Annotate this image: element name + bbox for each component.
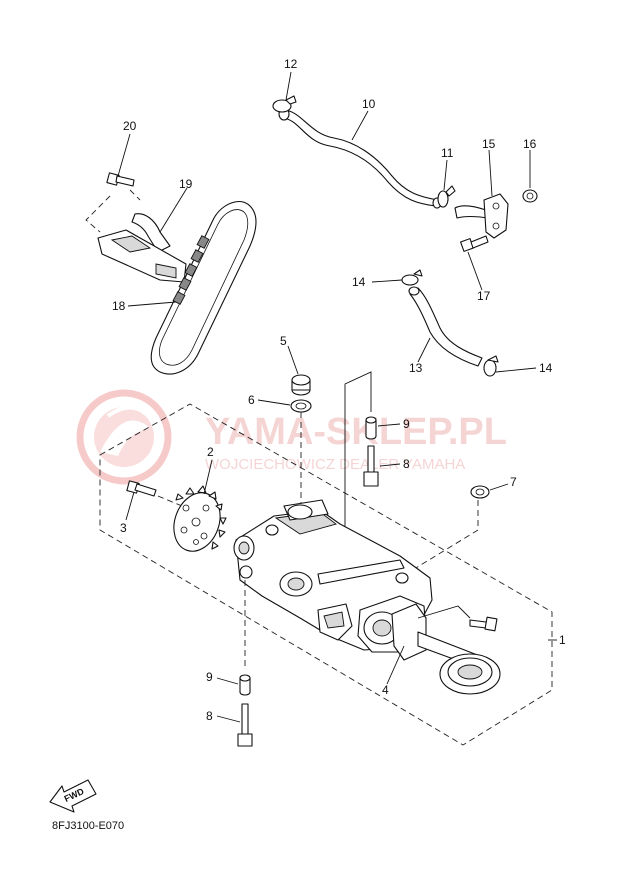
hose-clamp-14-top — [401, 269, 423, 286]
bolt-20 — [106, 172, 135, 187]
part-label-8-lower: 8 — [206, 709, 213, 723]
part-label-14-lower: 14 — [539, 361, 553, 375]
hose-clamp-11 — [437, 185, 456, 208]
leader-lines — [117, 71, 557, 723]
part-label-16: 16 — [523, 137, 537, 151]
bolt-3 — [126, 480, 157, 497]
strainer-bolt — [469, 616, 498, 632]
diagram-code: 8FJ3100-E070 — [52, 820, 124, 832]
watermark-logo — [76, 389, 172, 485]
oil-pump-assembly — [233, 499, 433, 653]
o-ring-6 — [290, 399, 312, 413]
oil-pump-chain — [150, 201, 257, 375]
part-label-3: 3 — [120, 521, 127, 535]
assembly-boundary — [99, 403, 553, 746]
bolt-17 — [460, 235, 489, 252]
bolt-8-upper — [363, 445, 379, 487]
guide-bolt-line — [85, 195, 111, 233]
dowel-pin-lower — [239, 674, 251, 696]
part-label-9-lower: 9 — [206, 670, 213, 684]
part-label-5: 5 — [280, 334, 287, 348]
part-label-19: 19 — [179, 177, 193, 191]
part-label-18: 18 — [112, 299, 126, 313]
chain-guide — [97, 213, 187, 283]
part-label-20: 20 — [123, 119, 137, 133]
part-label-1: 1 — [559, 633, 566, 647]
hose-13 — [408, 286, 483, 367]
bolt-8-lower — [237, 703, 253, 747]
upper-bolt-axis — [344, 371, 372, 548]
part-label-7: 7 — [510, 475, 517, 489]
oil-strainer — [391, 603, 501, 695]
part-labels: 1 2 3 4 5 6 7 8 8 9 9 10 11 12 13 14 14 … — [112, 57, 566, 723]
hose-clamp-12 — [272, 95, 297, 113]
part-label-17: 17 — [477, 289, 491, 303]
part-label-2: 2 — [207, 445, 214, 459]
fwd-arrow-icon: FWD — [49, 779, 97, 813]
part-label-6: 6 — [248, 393, 255, 407]
watermark-subtitle: WOJCIECHOWICZ DEALER YAMAHA — [205, 456, 465, 473]
watermark-title: YAMA-SKLEP.PL — [205, 411, 507, 453]
breather-fitting — [454, 193, 509, 239]
strainer-bolt-line — [417, 605, 471, 619]
dowel-pin-upper — [365, 416, 377, 440]
part-label-12: 12 — [284, 57, 298, 71]
sprocket-teeth — [175, 485, 227, 550]
part-label-10: 10 — [362, 97, 376, 111]
part-label-14-upper: 14 — [352, 275, 366, 289]
part-label-8-upper: 8 — [403, 457, 410, 471]
hose-clamp-14-bottom — [483, 355, 499, 377]
breather-hose — [278, 107, 442, 209]
bolt-3-axis — [157, 495, 183, 507]
o-ring-16 — [522, 189, 538, 203]
part-label-15: 15 — [482, 137, 496, 151]
part-label-11: 11 — [441, 146, 454, 160]
collar-5 — [291, 374, 311, 396]
part-label-4: 4 — [382, 683, 389, 697]
oil-pump-sprocket — [173, 485, 227, 552]
o-ring-7-line — [405, 500, 479, 575]
chain-links — [172, 235, 210, 305]
part-label-13: 13 — [409, 361, 423, 375]
o-ring-7 — [470, 485, 490, 499]
guide-bolt-line-2 — [129, 189, 141, 201]
watermark: YAMA-SKLEP.PL WOJCIECHOWICZ DEALER YAMAH… — [76, 389, 507, 485]
part-label-9-upper: 9 — [403, 417, 410, 431]
